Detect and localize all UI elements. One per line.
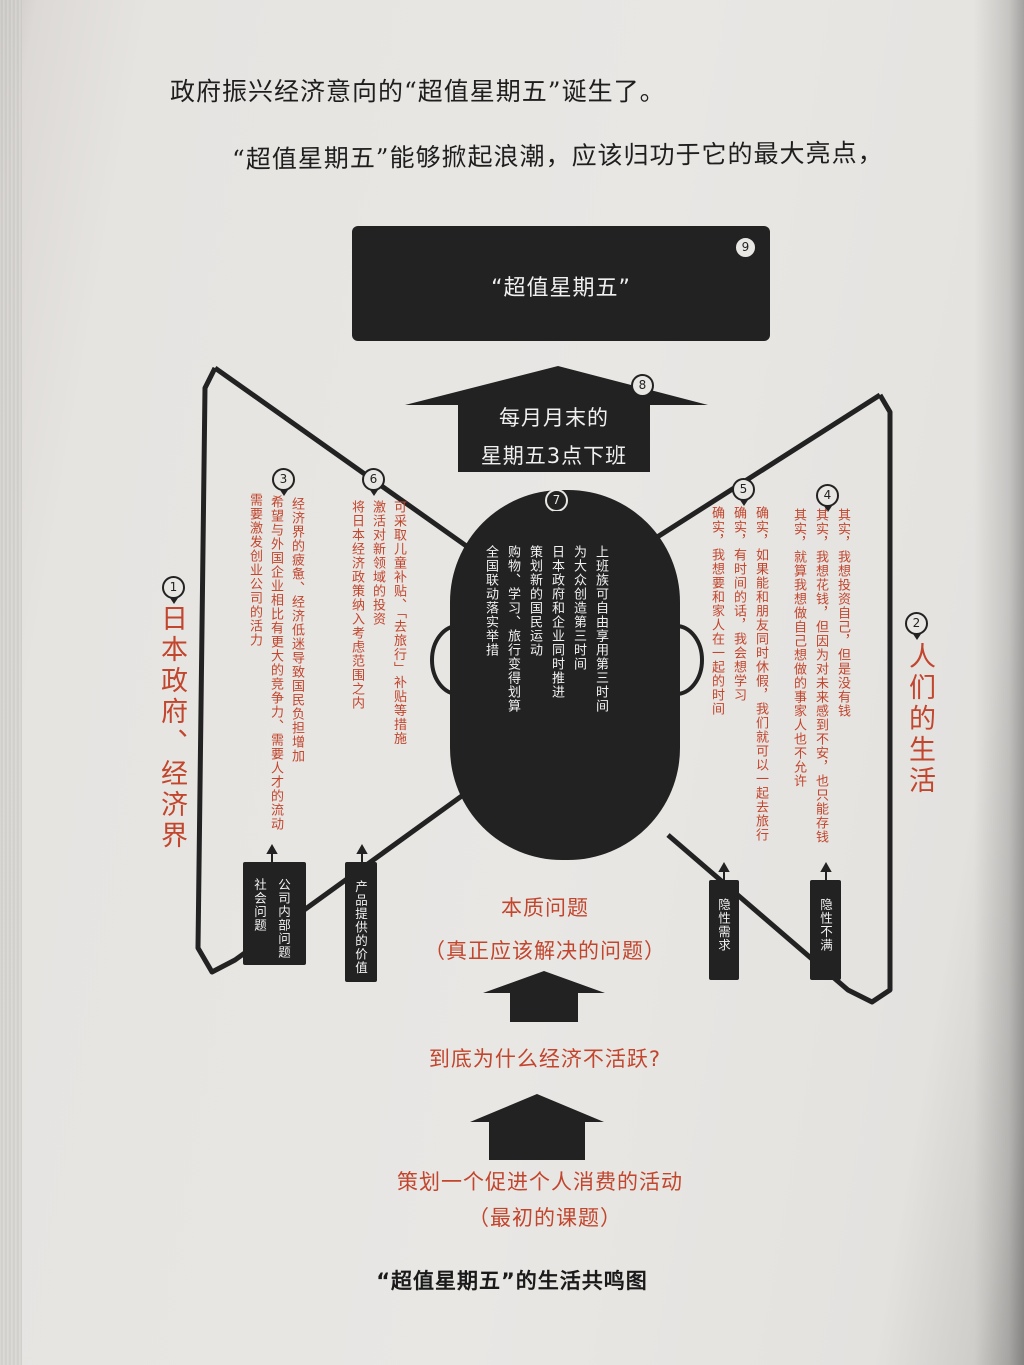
note-6-line-2: 激活对新领域的投资 <box>370 500 385 626</box>
note-3-line-1: 经济界的疲惫、经济低迷导致国民负担增加 <box>289 497 304 763</box>
pillar-product-value <box>345 862 377 982</box>
note-3-line-2: 希望与外国企业相比有更大的竞争力、需要人才的流动 <box>268 495 283 831</box>
marker-5: 5 <box>732 478 755 506</box>
up-arrow-1 <box>483 971 605 1022</box>
pillar-text-company: 公司内部问题 <box>276 878 291 959</box>
marker-2: 2 <box>905 612 928 640</box>
note-7-line-6: 全国联动落实举措 <box>483 545 498 657</box>
note-7-line-5: 购物、学习、旅行变得划算 <box>505 545 520 713</box>
note-6-line-3: 将日本经济政策纳入考虑范围之内 <box>349 500 364 710</box>
right-label-life: 人们的生活 <box>904 642 935 797</box>
note-7-line-3: 日本政府和企业同时推进 <box>549 545 564 699</box>
initial-task-title: 策划一个促进个人消费的活动 <box>397 1170 683 1194</box>
pillar-arrows <box>266 843 832 880</box>
note-7-line-4: 策划新的国民运动 <box>527 545 542 657</box>
arrow-banner <box>405 366 708 472</box>
note-5-line-3: 确实，我想要和家人在一起的时间 <box>709 506 724 716</box>
figure-caption: “超值星期五”的生活共鸣图 <box>376 1269 648 1293</box>
marker-9: 9 <box>734 236 757 264</box>
note-4-line-1: 其实，我想投资自己，但是没有钱 <box>835 508 850 718</box>
page-gutter-shadow <box>974 0 1024 1365</box>
pillar-text-social: 社会问题 <box>252 878 267 932</box>
pillar-hidden-dissatisfaction <box>810 880 841 980</box>
core-problem-subtitle: （真正应该解决的问题） <box>424 939 666 963</box>
central-capsule <box>450 490 680 860</box>
note-7-line-2: 为大众创造第三时间 <box>571 545 586 671</box>
pillar-text-hidden-dissatisfaction: 隐性不满 <box>818 898 833 952</box>
left-label-government: 日本政府、经济界 <box>156 604 187 852</box>
pillar-hidden-needs <box>709 880 739 980</box>
initial-task-subtitle: （最初的课题） <box>468 1206 622 1230</box>
left-frame-line <box>195 366 472 975</box>
pillar-text-product: 产品提供的价值 <box>353 880 368 975</box>
page-stack-edge <box>0 0 22 1365</box>
note-7-line-1: 上班族可自由享用第三时间 <box>593 545 608 713</box>
core-problem-title: 本质问题 <box>501 896 589 920</box>
marker-1: 1 <box>162 576 185 604</box>
question-text: 到底为什么经济不活跃? <box>428 1047 662 1071</box>
marker-4: 4 <box>816 484 839 512</box>
note-4-line-2: 其实，我想花钱，但因为对未来感到不安，也只能存钱 <box>813 508 828 844</box>
banner-line-2: 星期五3点下班 <box>480 444 628 468</box>
up-arrow-2 <box>470 1094 604 1160</box>
note-6-line-1: 可采取儿童补贴、「去旅行」补贴等措施 <box>391 500 406 746</box>
banner-line-1: 每月月末的 <box>499 406 609 430</box>
pillar-social-company <box>243 862 306 965</box>
top-box <box>352 226 770 341</box>
pillar-text-hidden-needs: 隐性需求 <box>716 898 731 952</box>
note-3-line-3: 需要激发创业公司的活力 <box>247 493 262 647</box>
left-frame-diagonal <box>213 365 474 553</box>
note-5-line-2: 确实，有时间的话，我会想学习 <box>731 506 746 702</box>
note-5-line-1: 确实，如果能和朋友同时休假，我们就可以一起去旅行 <box>753 506 768 842</box>
note-4-line-3: 其实，就算我想做自己想做的事家人也不允许 <box>791 508 806 788</box>
body-text-line-1: 政府振兴经济意向的“超值星期五”诞生了。 <box>170 77 666 106</box>
top-box-label: “超值星期五” <box>491 276 631 301</box>
marker-8: 8 <box>631 374 654 402</box>
marker-3: 3 <box>272 468 295 496</box>
marker-6: 6 <box>362 468 385 496</box>
right-frame-diagonal <box>638 392 882 551</box>
marker-7: 7 <box>545 489 568 517</box>
